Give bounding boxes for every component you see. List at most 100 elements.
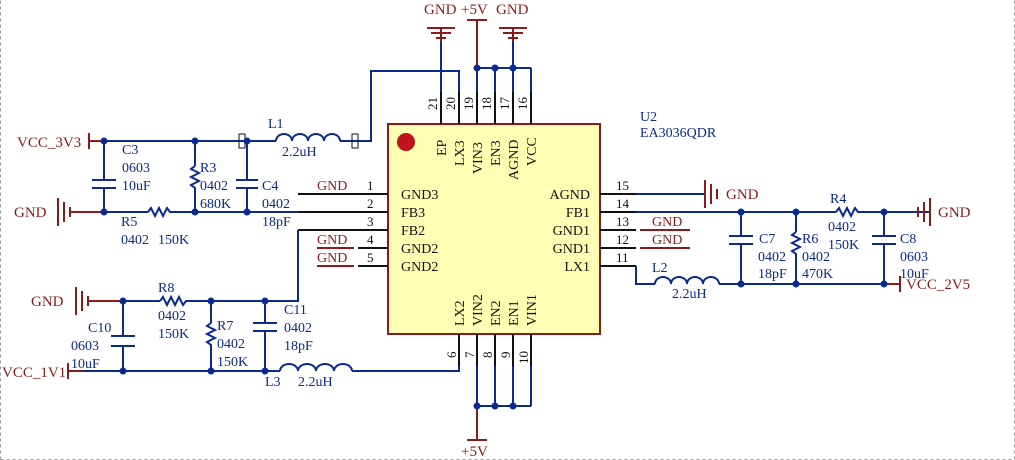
- vcc-1v1-port: VCC_1V1: [2, 363, 84, 381]
- c11-pkg: 0402: [284, 321, 312, 336]
- pin-num: 6: [444, 351, 459, 358]
- pin-num: 16: [515, 97, 530, 111]
- c10-ref: C10: [88, 321, 111, 336]
- ic-body: [387, 123, 601, 335]
- p5v-symbol-top: +5V: [461, 2, 488, 66]
- inductor-l2: [654, 276, 720, 285]
- pin-num: 8: [480, 352, 495, 359]
- c10-val: 10uF: [71, 357, 100, 372]
- capacitor-c10: [111, 301, 135, 371]
- net-label-gnd: GND: [317, 179, 347, 194]
- pin-name: GND2: [401, 242, 438, 257]
- pin-num: 1: [367, 178, 374, 193]
- pin-num: 10: [516, 351, 531, 364]
- vcc-2v5-port: VCC_2V5: [884, 276, 970, 293]
- pin-name: AGND: [550, 188, 590, 203]
- vcc-2v5-label: VCC_2V5: [906, 277, 970, 293]
- junctions: [100, 64, 888, 410]
- l2-ref: L2: [652, 261, 668, 276]
- gnd-label: GND: [31, 294, 64, 310]
- capacitor-c11: [253, 301, 277, 371]
- c7-ref: C7: [759, 232, 775, 247]
- r4-ref: R4: [830, 192, 846, 207]
- pin-name: VIN2: [471, 294, 486, 326]
- c8-val: 10uF: [900, 267, 929, 282]
- l1-ref: L1: [268, 117, 284, 132]
- c10-pkg: 0603: [71, 339, 99, 354]
- pin-name: FB1: [566, 206, 590, 221]
- r3-pkg: 0402: [200, 179, 228, 194]
- l3-ref: L3: [265, 375, 281, 390]
- pin-num: 5: [367, 250, 374, 265]
- c4-pkg: 0402: [262, 197, 290, 212]
- pin-name: VIN1: [525, 294, 540, 326]
- pin-name: GND1: [553, 242, 590, 257]
- gnd-symbol-left-lower: GND: [31, 287, 123, 315]
- wire-lx1-route: [635, 266, 655, 285]
- c11-ref: C11: [284, 303, 307, 318]
- pin-name: FB2: [401, 224, 425, 239]
- right-pins: 15 14 13 12 11 AGND FB1 GND1 GND1 LX1 GN…: [550, 178, 690, 275]
- pin1-marker-icon: [397, 133, 415, 151]
- net-label-gnd: GND: [317, 233, 347, 248]
- capacitor-c8: [872, 212, 896, 284]
- c7-val: 18pF: [758, 267, 787, 282]
- c3-val: 10uF: [122, 179, 151, 194]
- c8-ref: C8: [900, 232, 916, 247]
- pin-name: AGND: [507, 140, 522, 180]
- ic-part: EA3036QDR: [640, 126, 717, 141]
- pin-name: GND3: [401, 188, 438, 203]
- wire-1v1-rail: [84, 366, 460, 372]
- pin-name: LX1: [564, 260, 590, 275]
- resistor-r5: [147, 205, 172, 219]
- r8-ref: R8: [158, 281, 174, 296]
- gnd-label: GND: [424, 2, 457, 18]
- net-label-gnd: GND: [652, 215, 682, 230]
- pin-num: 17: [497, 97, 512, 111]
- r5-pkg: 0402: [121, 233, 149, 248]
- pin-name: FB3: [401, 206, 425, 221]
- r7-ref: R7: [217, 319, 233, 334]
- inductor-l1: [236, 133, 360, 149]
- r6-val: 470K: [802, 267, 833, 282]
- capacitor-c7: [729, 212, 753, 284]
- pin-name: EN3: [489, 140, 504, 166]
- r7-pkg: 0402: [217, 337, 245, 352]
- pin-num: 14: [616, 196, 630, 211]
- pin-name: VIN3: [471, 142, 486, 174]
- vcc-3v3-port: VCC_3V3: [17, 133, 104, 151]
- pin-num: 11: [616, 250, 629, 265]
- pin-num: 15: [616, 178, 629, 193]
- bottom-pins: 6 7 8 9 10 LX2 VIN2 EN2 EN1 VIN1: [444, 294, 540, 366]
- capacitor-c3: [92, 179, 116, 212]
- c4-val: 18pF: [262, 215, 291, 230]
- resistor-r7: [204, 301, 218, 371]
- pin-name: GND2: [401, 260, 438, 275]
- r6-ref: R6: [802, 232, 818, 247]
- c11-val: 18pF: [284, 339, 313, 354]
- pin-num: 18: [479, 97, 494, 110]
- top-pins: 21 20 19 18 17 16 EP LX3 VIN3 EN3 AGND V…: [425, 66, 540, 180]
- pin-name: EN1: [507, 300, 522, 326]
- pin-num: 3: [367, 214, 374, 229]
- pin-num: 4: [367, 232, 374, 247]
- r4-pkg: 0402: [828, 220, 856, 235]
- vcc-3v3-label: VCC_3V3: [17, 135, 81, 151]
- r3-ref: R3: [200, 161, 216, 176]
- gnd-symbol-top-left: GND: [424, 2, 457, 42]
- left-pins: 1 2 3 4 5 GND3 FB3 FB2 GND2 GND2 GND GND…: [298, 178, 438, 275]
- pin-num: 19: [461, 97, 476, 110]
- p5v-label: +5V: [461, 444, 488, 460]
- gnd-symbol-left-upper: GND: [14, 198, 104, 226]
- c3-ref: C3: [122, 143, 138, 158]
- ic-u2: U2 EA3036QDR 21 20 19 18 17 16 EP LX3 VI…: [298, 66, 717, 366]
- pin-num: 12: [616, 232, 629, 247]
- pin-name: LX3: [453, 140, 468, 166]
- p5v-label: +5V: [461, 2, 488, 18]
- resistor-r3: [188, 141, 202, 212]
- r3-val: 680K: [200, 197, 231, 212]
- pin-name: LX2: [453, 300, 468, 326]
- gnd-symbol-right-agnd: GND: [704, 180, 759, 208]
- p5v-symbol-bottom: +5V: [461, 406, 488, 460]
- pin-name: EN2: [489, 300, 504, 326]
